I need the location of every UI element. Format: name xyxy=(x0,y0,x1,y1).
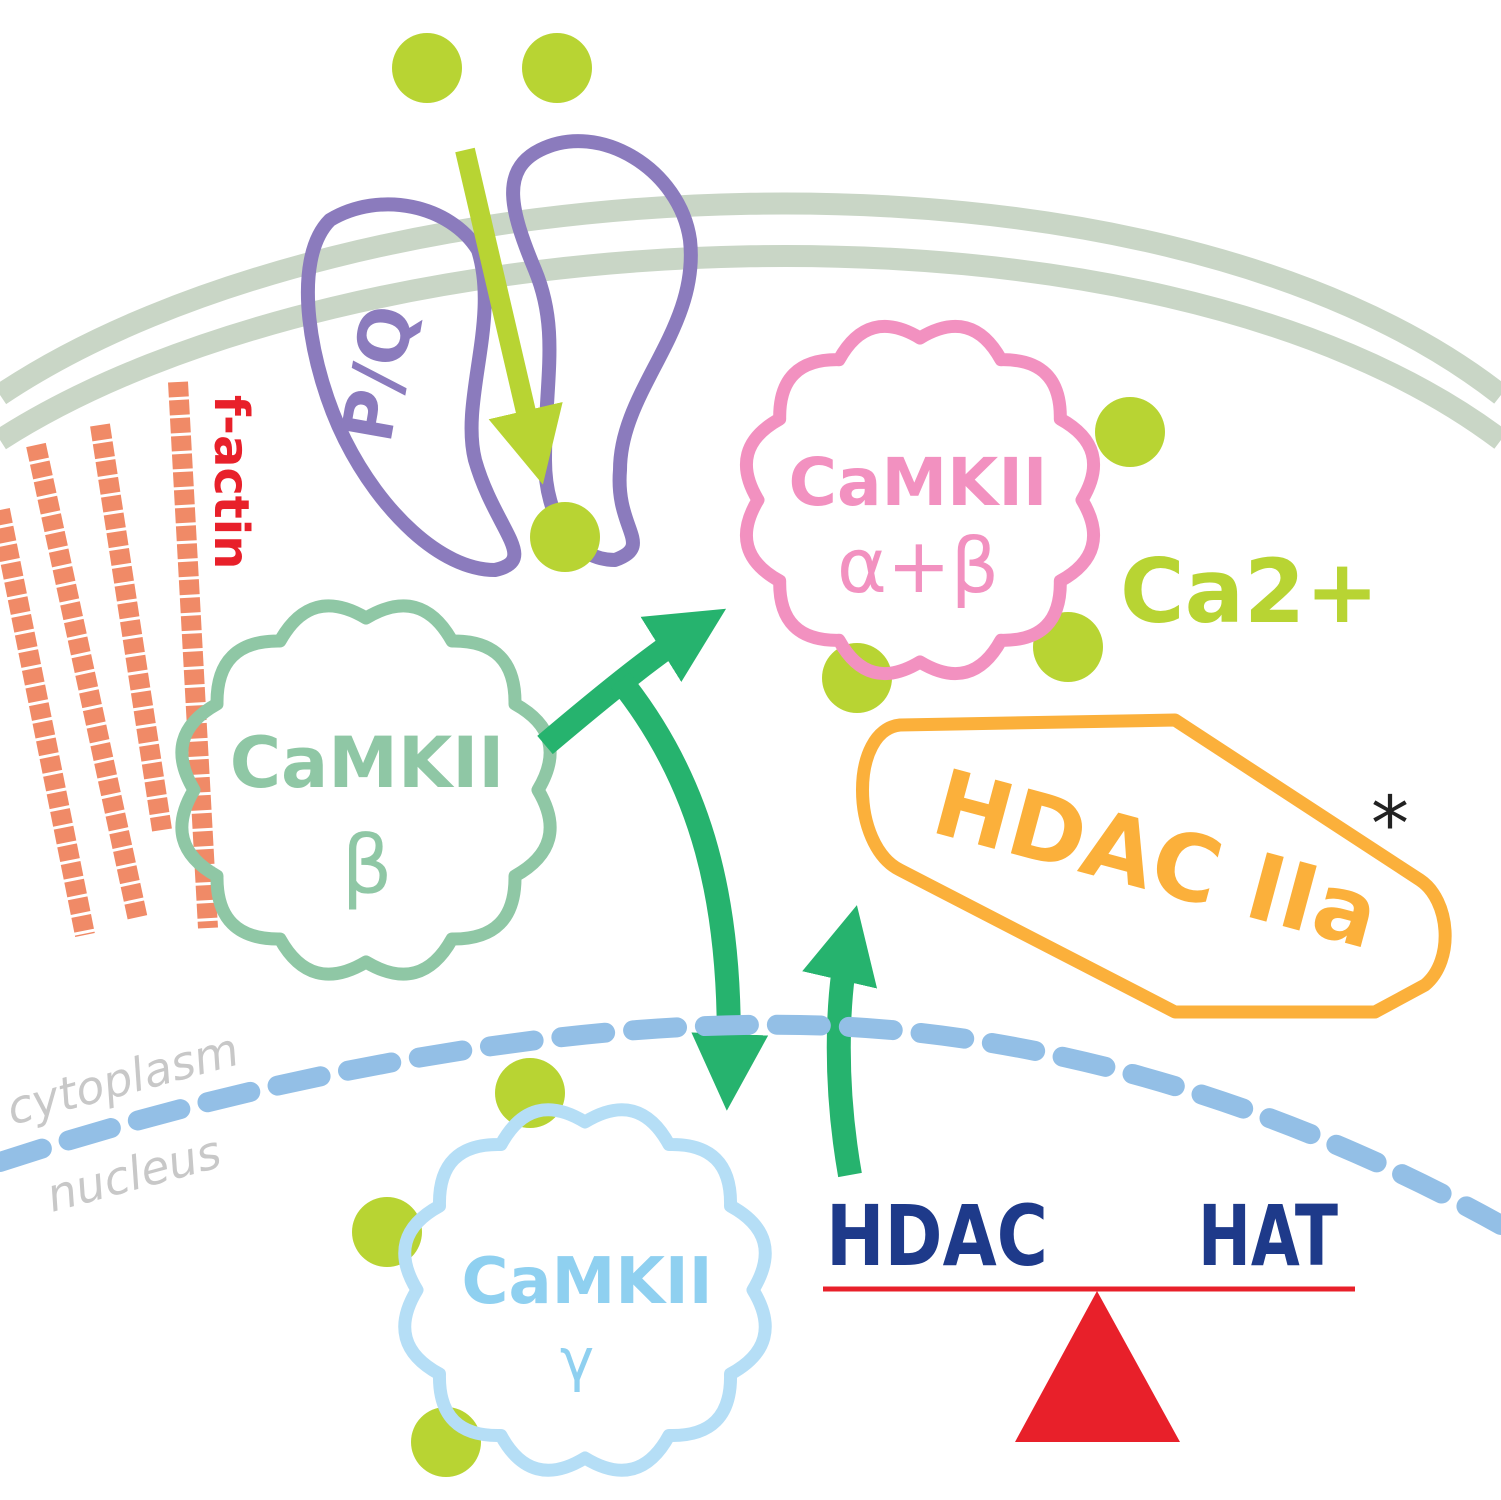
hdac-iia-label: HDAC IIa xyxy=(923,749,1390,970)
camkii-b-to-ab-arrow xyxy=(537,608,727,755)
nuclear-envelope xyxy=(0,1014,1501,1235)
cytoplasm-label: cytoplasm xyxy=(1,1022,245,1136)
hdac-iia: HDAC IIa * xyxy=(856,713,1452,1019)
signaling-arrows xyxy=(537,608,878,1178)
camkii-alpha-beta: CaMKII α+β xyxy=(739,319,1101,681)
camkii-b-gamma-shuttle-arrow xyxy=(610,672,769,1111)
f-actin-filaments xyxy=(0,381,218,937)
calcium-influx-arrow xyxy=(455,147,563,485)
calcium-ion xyxy=(530,502,600,572)
calcium-ion xyxy=(522,33,592,103)
camkii-ab-subunits: α+β xyxy=(837,521,999,610)
pq-channel-label: P/Q xyxy=(326,299,430,448)
hat-label: HAT xyxy=(1198,1187,1338,1285)
calcium-ion xyxy=(822,643,892,713)
camkii-ab-label: CaMKII xyxy=(789,444,1048,521)
camkii-beta: CaMKII β xyxy=(175,599,557,981)
camkii-b-subunit: β xyxy=(341,819,392,912)
hdac-label: HDAC xyxy=(826,1187,1048,1285)
camkii-g-subunit: γ xyxy=(560,1326,594,1394)
balance-fulcrum xyxy=(1015,1291,1180,1442)
calcium-label: Ca2+ xyxy=(1120,540,1379,643)
asterisk-mark: * xyxy=(1371,779,1409,868)
cell-membrane xyxy=(0,192,1501,450)
hdac-hat-balance: HDAC HAT xyxy=(823,1187,1355,1442)
balance-to-hdac-iia-arrow xyxy=(802,905,878,1178)
calcium-ion xyxy=(1095,397,1165,467)
camkii-gamma: CaMKII γ xyxy=(398,1103,772,1477)
f-actin-label: f-actin xyxy=(203,395,259,569)
pq-calcium-channel xyxy=(300,134,698,577)
camkii-g-label: CaMKII xyxy=(461,1245,712,1319)
camkii-b-label: CaMKII xyxy=(230,722,505,804)
calcium-ion xyxy=(392,33,462,103)
